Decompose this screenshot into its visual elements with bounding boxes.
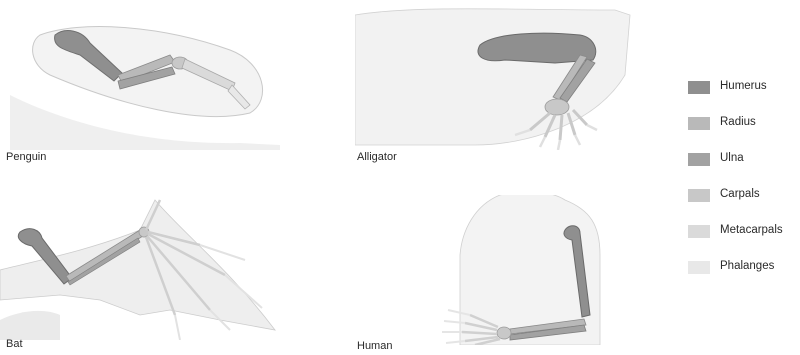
legend-label: Carpals (720, 188, 760, 200)
legend-item-phalanges: Phalanges (688, 258, 800, 276)
metacarpals-swatch (688, 225, 710, 238)
legend-item-metacarpals: Metacarpals (688, 222, 800, 240)
penguin-panel (10, 5, 280, 150)
legend-item-ulna: Ulna (688, 150, 800, 168)
carpals-swatch (688, 189, 710, 202)
alligator-label: Alligator (357, 151, 397, 163)
penguin-label: Penguin (6, 151, 46, 163)
humerus-swatch (688, 81, 710, 94)
radius-swatch (688, 117, 710, 130)
legend-item-radius: Radius (688, 114, 800, 132)
human-label: Human (357, 340, 392, 352)
phalanges-swatch (688, 261, 710, 274)
bat-illustration (0, 190, 280, 340)
bat-label: Bat (6, 338, 23, 350)
legend-item-humerus: Humerus (688, 78, 800, 96)
legend-label: Ulna (720, 152, 744, 164)
human-illustration (440, 195, 620, 345)
legend-label: Humerus (720, 80, 767, 92)
ulna-swatch (688, 153, 710, 166)
human-carpals (497, 327, 511, 339)
bat-panel (0, 190, 280, 340)
human-panel (440, 195, 620, 345)
alligator-illustration (355, 5, 635, 150)
penguin-illustration (10, 5, 280, 150)
legend-item-carpals: Carpals (688, 186, 800, 204)
legend-label: Radius (720, 116, 756, 128)
alligator-panel (355, 5, 635, 150)
legend-label: Metacarpals (720, 224, 783, 236)
legend-label: Phalanges (720, 260, 774, 272)
